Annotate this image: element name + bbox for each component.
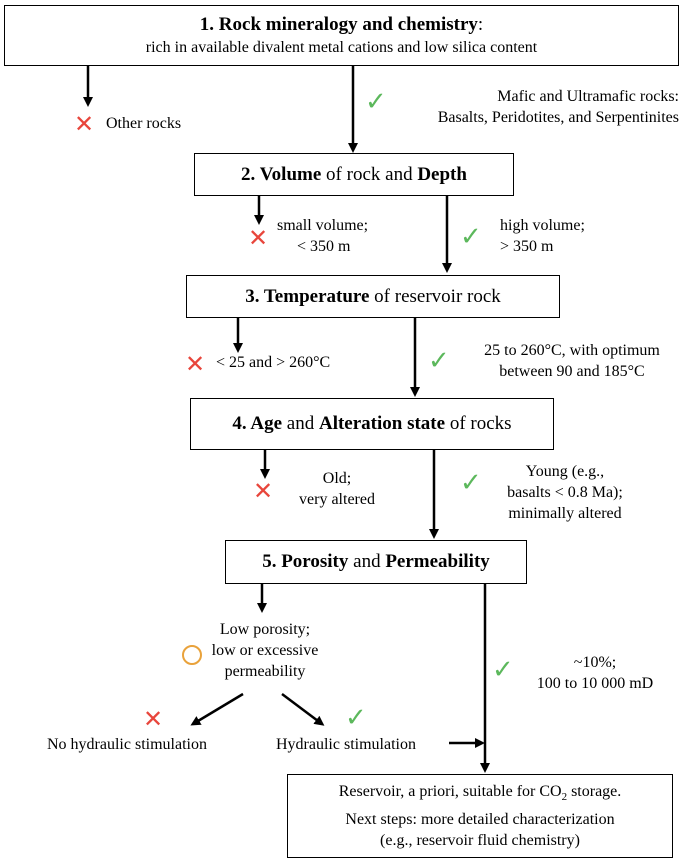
check-icon: ✓ [428,346,450,376]
check-icon: ✓ [460,468,482,498]
step-4-title: 4. Age and Alteration state of rocks [232,413,512,434]
step-4-box: 4. Age and Alteration state of rocks [190,398,554,450]
step-1-subtitle: rich in available divalent metal cations… [145,39,538,56]
cross-icon: ✕ [143,705,164,733]
final-line-1: Reservoir, a priori, suitable for CO2 st… [338,783,622,804]
s3-reject-label: < 25 and > 260°C [216,354,331,371]
cross-icon: ✕ [185,350,206,378]
final-line-2: Next steps: more detailed characterizati… [345,810,615,828]
step-5-box: 5. Porosity and Permeability [225,540,527,584]
cross-icon: ✕ [248,224,269,252]
final-box: Reservoir, a priori, suitable for CO2 st… [287,774,673,858]
step-3-box: 3. Temperature of reservoir rock [186,275,560,318]
s4-reject-label: Old; very altered [299,470,375,508]
cross-icon: ✕ [74,110,95,138]
stimulation-label: Hydraulic stimulation [276,736,416,753]
s3-pass-label: 25 to 260°C, with optimum between 90 and… [484,342,660,380]
s1-pass-label: Mafic and Ultramafic rocks: Basalts, Per… [437,88,679,126]
no-stimulation-label: No hydraulic stimulation [47,736,207,753]
check-icon: ✓ [345,703,367,733]
s1-reject-label: Other rocks [106,115,182,132]
s4-pass-label: Young (e.g., basalts < 0.8 Ma); minimall… [507,463,623,522]
s5-mid-label: Low porosity; low or excessive permeabil… [211,621,319,680]
check-icon: ✓ [492,655,514,685]
cross-icon: ✕ [253,477,274,505]
final-line-3: (e.g., reservoir fluid chemistry) [380,831,580,849]
circle-icon [182,645,202,665]
step-3-title: 3. Temperature of reservoir rock [245,285,501,307]
step-1-title: 1. Rock mineralogy and chemistry: [199,14,484,35]
step-2-title: 2. Volume of rock and Depth [241,163,467,185]
arrow-stim [281,693,325,726]
check-icon: ✓ [365,87,387,117]
s2-reject-label: small volume; < 350 m [277,217,369,255]
step-1-box: 1. Rock mineralogy and chemistry: rich i… [4,5,679,66]
step-5-title: 5. Porosity and Permeability [262,551,490,572]
arrow-no-stim [190,692,244,726]
s5-pass-label: ~10%; 100 to 10 000 mD [536,654,654,692]
check-icon: ✓ [460,222,482,252]
s2-pass-label: high volume; > 350 m [500,217,585,255]
step-2-box: 2. Volume of rock and Depth [194,153,514,196]
